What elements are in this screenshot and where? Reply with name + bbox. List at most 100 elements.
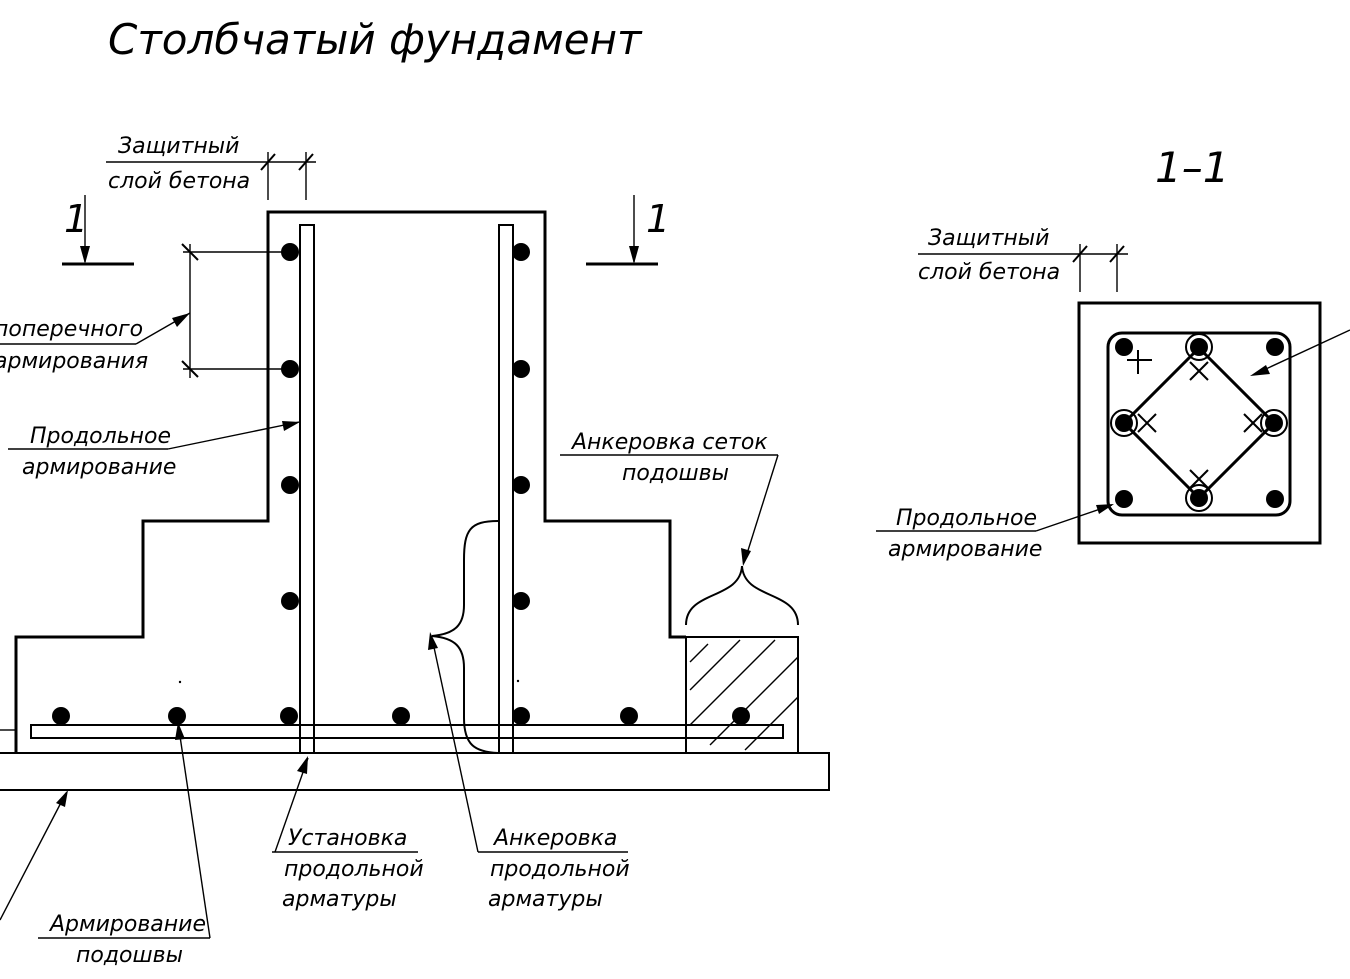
anchor-long-label-1: Анкеровка [492,826,617,851]
hook-loop [1110,409,1138,437]
section-outline [1077,301,1322,545]
anchor-mesh-callout: Анкеровка сеток подошвы [560,430,799,626]
transverse-dimension: поперечного армирования [0,243,282,378]
leader [744,454,779,561]
longitudinal-bar-left [299,224,315,754]
leader [431,637,479,853]
leader [0,792,67,921]
rebar-dot [512,707,530,725]
section-cut-right: 1 [586,195,670,266]
foundation-outline [14,210,686,753]
foundation-elevation: 1 1 Защитный слой бетона [0,134,830,968]
sec-cover-label-1: Защитный [928,226,1049,251]
leader [176,715,211,939]
section-mark-left: 1 [64,197,88,241]
leader [167,421,300,450]
rebar-dot [1115,338,1133,356]
rebar-dot [512,243,530,261]
install-label-3: арматуры [282,887,397,912]
anchor-brace [685,565,799,626]
dim-tick [181,243,199,261]
hatch-line [709,656,799,746]
arrow-head [629,246,639,264]
rebar-dot [1190,338,1208,356]
hatch-line [689,639,776,726]
rebar-dot [1115,414,1133,432]
base-pad [0,752,830,791]
anchor-mesh-label-1: Анкеровка сеток [570,430,768,455]
anchorage-block-outline [685,636,799,754]
dot-mark [178,680,182,684]
longit-label-1: Продольное [30,424,171,449]
cross-mark [1243,413,1263,433]
rebar-dots-base [52,707,750,725]
base-label-2: подошвы [76,943,183,968]
cover-label-2: слой бетона [108,169,250,194]
dim-tick [1109,245,1125,263]
anchorage-block [685,636,799,754]
cross-mark [1137,413,1157,433]
rebar-dot [281,360,299,378]
hook-loop [1260,409,1288,437]
install-callout: Установка продольной арматуры [272,756,424,912]
rebar-dot [732,707,750,725]
arrow-head [175,722,185,740]
arrow-head [1250,365,1270,376]
install-label-1: Установка [288,826,407,851]
dim-tick [1072,245,1088,263]
arrow-head [282,421,300,431]
cover-dimension: Защитный слой бетона [106,134,316,200]
leader [274,757,309,853]
base-callout: Армирование подошвы [0,715,211,968]
long-anchor-brace [431,520,499,754]
rebar-dot [392,707,410,725]
sec-cover-label-2: слой бетона [918,260,1060,285]
base-mesh-bar [30,724,784,739]
arrow-head [172,313,190,327]
longit-callout: Продольное армирование [8,421,300,480]
cross-mark [1189,469,1209,489]
cover-label-1: Защитный [118,134,239,159]
section-cut-left: 1 [62,195,134,266]
section-mark-right: 1 [646,197,670,241]
rebar-dot [1115,490,1133,508]
dot-mark [516,679,520,683]
cross-mark [1189,361,1209,381]
arrow-head [741,548,751,566]
rebar-dot [52,707,70,725]
base-label-1: Армирование [48,912,206,937]
rebar-dot [512,476,530,494]
hatch-line [689,643,709,663]
longitudinal-bar-right [498,224,514,754]
rebar-dot [1266,490,1284,508]
dim-tick [298,153,314,171]
rebar-dot [1266,338,1284,356]
sec-longit-label-1: Продольное [896,506,1037,531]
sec-longit-label-2: армирование [888,537,1042,562]
rebar-dot [281,243,299,261]
dim-tick [260,153,276,171]
transverse-label-1: поперечного [0,317,143,342]
anchor-long-callout: Анкеровка продольной арматуры [428,632,630,912]
anchor-long-label-3: арматуры [488,887,603,912]
rebar-dot [512,592,530,610]
arrow-head [56,790,68,807]
hatch-line [689,639,741,691]
section-1-1: 1–1 Защитный слой бетона [876,143,1350,562]
rebar-dot [512,360,530,378]
hook-loop [1185,333,1213,361]
anchor-long-label-2: продольной [490,857,630,882]
drawing-title: Столбчатый фундамент [108,15,643,64]
rebar-dots-left [281,243,299,610]
transverse-label-2: армирования [0,349,148,374]
rebar-dot [281,476,299,494]
rebar-dot [620,707,638,725]
rebar-dots-right [512,243,530,610]
section-title: 1–1 [1155,143,1229,192]
longit-label-2: армирование [22,455,176,480]
rebar-dot [280,707,298,725]
dim-tick [181,360,199,378]
rebar-dot [281,592,299,610]
leader [1254,329,1350,375]
